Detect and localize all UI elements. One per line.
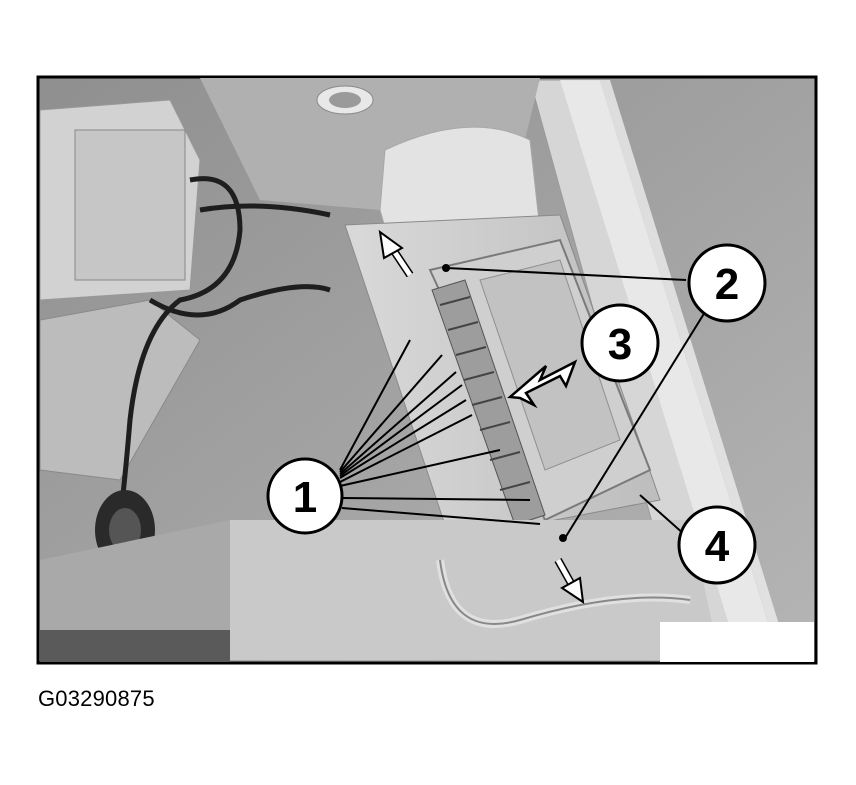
callout-3-label: 3 — [608, 320, 632, 369]
callout-2-label: 2 — [715, 260, 739, 309]
arrow-up — [378, 229, 414, 278]
arrow-push — [506, 359, 578, 409]
callout-1-label: 1 — [293, 473, 317, 522]
connector-strip — [431, 279, 546, 526]
callout-4: 4 — [677, 505, 757, 585]
leader-lines — [339, 267, 706, 539]
callout-1: 1 — [266, 457, 344, 535]
callout-4-label: 4 — [705, 522, 730, 571]
figure-id: G03290875 — [38, 686, 155, 711]
arrow-down — [554, 558, 585, 605]
callout-2: 2 — [687, 243, 767, 323]
callout-3: 3 — [580, 303, 660, 383]
